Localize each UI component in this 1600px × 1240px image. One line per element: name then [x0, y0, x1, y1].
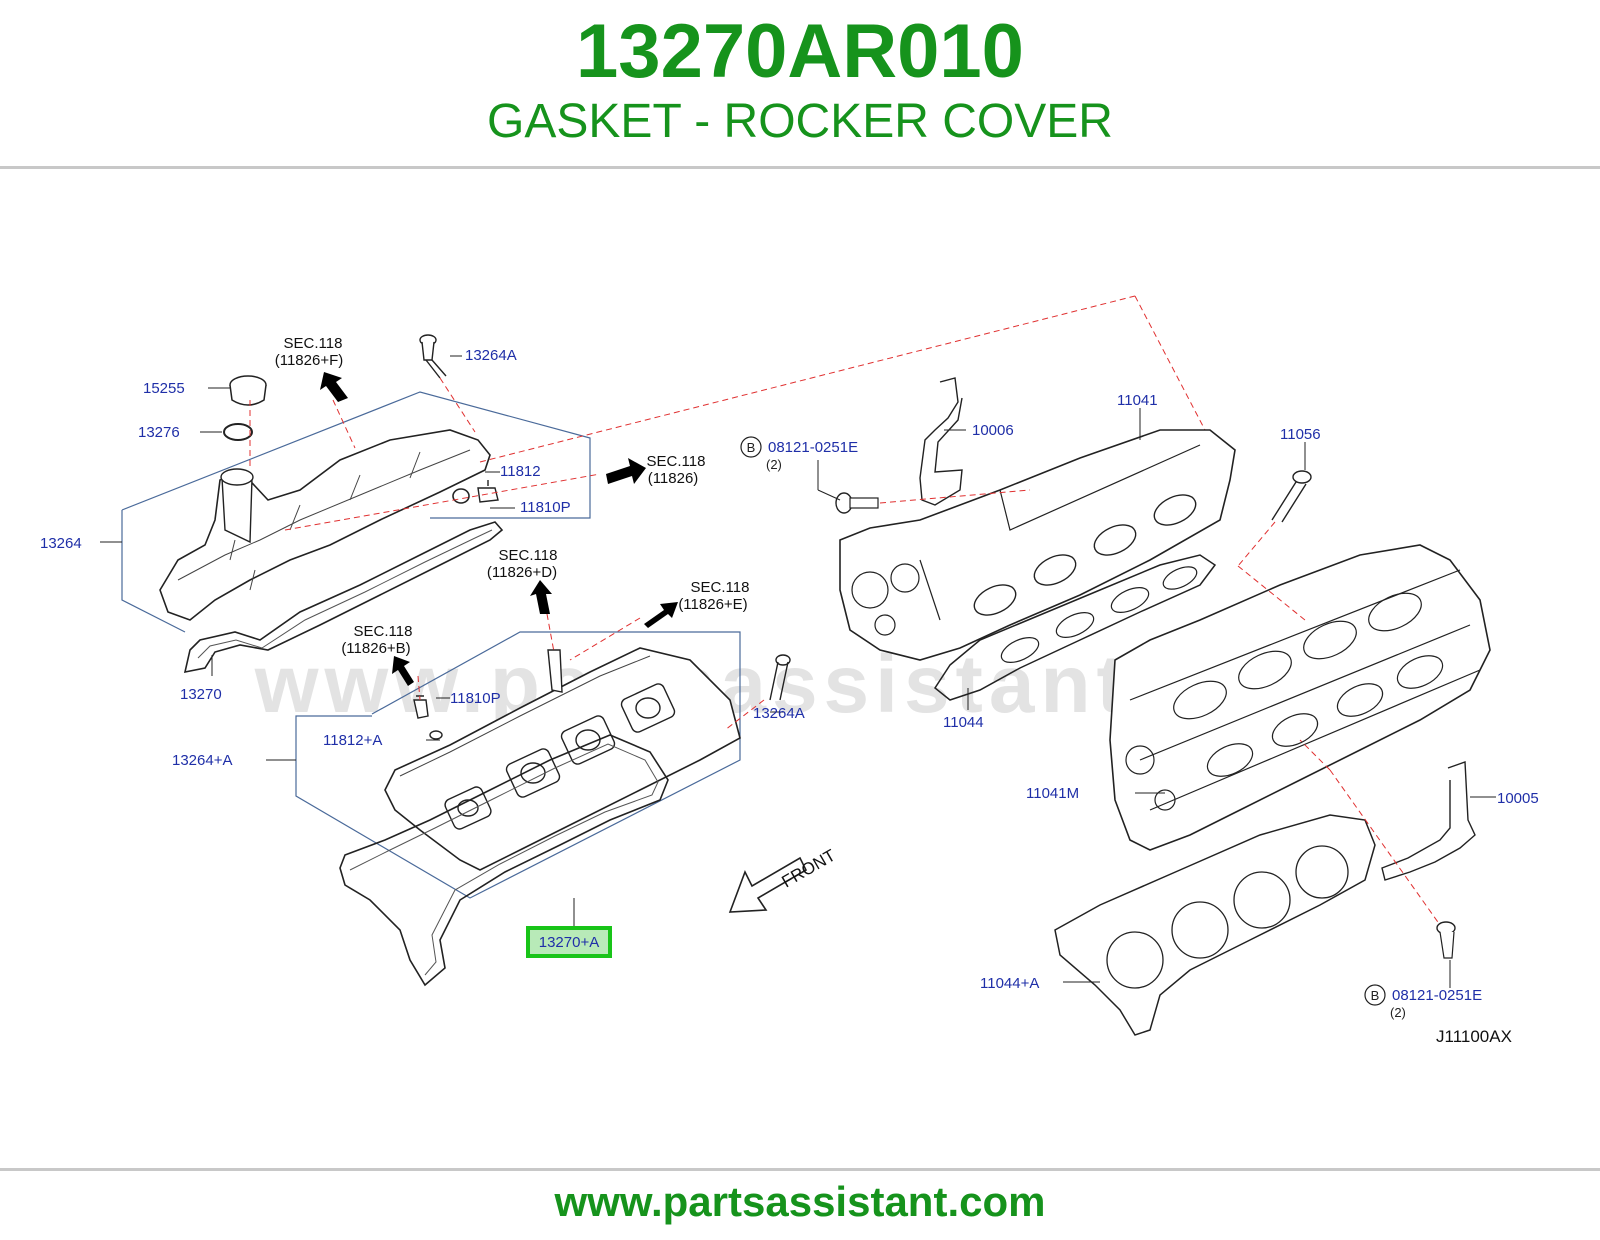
- breather-nipple: [547, 649, 563, 693]
- arrow-sec-f: [320, 372, 348, 402]
- gasket-13270-plus-a-shape: [339, 734, 669, 987]
- part-name-subtitle: GASKET - ROCKER COVER: [487, 95, 1113, 148]
- sec-d-title[interactable]: SEC.118: [499, 547, 558, 564]
- callout-11044-plus-a[interactable]: 11044+A: [980, 975, 1039, 992]
- callout-13270[interactable]: 13270: [180, 686, 222, 703]
- callout-11041m[interactable]: 11041M: [1026, 785, 1079, 802]
- callout-11056[interactable]: 11056: [1280, 426, 1321, 443]
- lower-leaders: [266, 697, 784, 926]
- lower-rocker-cover-group: [266, 580, 808, 987]
- cylinder-head-11041-ports: [973, 494, 1197, 616]
- right-red-leaders: [879, 489, 1441, 926]
- callout-11810p-bottom[interactable]: 11810P: [450, 690, 501, 707]
- bolt-badge-bottom: [1364, 984, 1386, 1006]
- cylinder-head-11041-end: [851, 444, 1201, 636]
- highlight-box-13270-plus-a: [526, 926, 612, 958]
- bolt-badge-top-letter: B: [747, 440, 756, 455]
- callout-13264a-mid[interactable]: 13264A: [753, 705, 805, 722]
- sec-f-ref[interactable]: (11826+F): [275, 352, 344, 369]
- lower-red-leaders: [417, 613, 765, 731]
- bolt-13264a-mid-shape: [769, 654, 791, 701]
- cylinder-head-11041m-cams: [1125, 569, 1481, 811]
- upper-red-leaders: [249, 295, 1206, 531]
- section-references: SEC.118 (11826+F) SEC.118 (11826) SEC.11…: [275, 335, 750, 657]
- part-number-title: 13270AR010: [576, 9, 1024, 94]
- bolt-08121-bottom-shape: [1436, 921, 1456, 959]
- parts-diagram: www.partsassistant.com: [40, 295, 1539, 1046]
- diagram-code: J11100AX: [1436, 1027, 1512, 1046]
- header-divider: [0, 166, 1600, 169]
- arrow-sec-b: [392, 656, 414, 686]
- arrow-sec-d: [530, 580, 552, 614]
- callout-labels: 15255 13276 13264 13270 13264A 11812 118…: [40, 347, 1539, 1020]
- sec-f-title[interactable]: SEC.118: [284, 335, 343, 352]
- footer-divider: [0, 1168, 1600, 1171]
- sec-b-title[interactable]: SEC.118: [354, 623, 413, 640]
- sec-main-title[interactable]: SEC.118: [647, 453, 706, 470]
- filler-neck-top: [220, 468, 254, 486]
- arrow-sec-main: [606, 458, 646, 484]
- callout-15255[interactable]: 15255: [143, 380, 185, 397]
- sec-e-ref[interactable]: (11826+E): [678, 596, 747, 613]
- callout-11812-plus-a[interactable]: 11812+A: [323, 732, 382, 749]
- callout-11041[interactable]: 11041: [1117, 392, 1158, 409]
- front-arrow: [728, 856, 808, 913]
- sec-e-title[interactable]: SEC.118: [691, 579, 750, 596]
- bolt-11056-shape: [1271, 470, 1312, 523]
- bolt-13264a-top-shape: [419, 334, 447, 379]
- upper-rocker-cover-group: [100, 295, 1206, 676]
- cylinder-head-group: [817, 377, 1496, 1036]
- callout-10006[interactable]: 10006: [972, 422, 1014, 439]
- pcv-valve-11810p-top-shape: [477, 480, 499, 503]
- gasket-13270-shape: [183, 521, 504, 674]
- gasket-13270-inner: [197, 529, 493, 659]
- bolt-badge-top: [740, 436, 762, 458]
- callout-08121-top[interactable]: 08121-0251E: [768, 439, 858, 456]
- gasket-11044-plus-a-bores: [1106, 845, 1349, 989]
- cylinder-head-11041-shape: [839, 429, 1236, 661]
- bracket-10006-shape: [919, 377, 963, 506]
- right-leaders: [817, 408, 1496, 988]
- sec-d-ref[interactable]: (11826+D): [487, 564, 557, 581]
- upper-leaders: [100, 355, 515, 676]
- callout-11812[interactable]: 11812: [500, 463, 541, 480]
- gasket-11044-shape: [933, 554, 1217, 701]
- callout-13270-plus-a[interactable]: 13270+A: [539, 934, 599, 951]
- bracket-10005-shape: [1381, 761, 1476, 881]
- cam-cover-bosses: [444, 683, 676, 830]
- seal-11812a-shape: [429, 730, 443, 740]
- rocker-cover-13264-detail: [177, 449, 471, 591]
- gasket-11044-plus-a-shape: [1054, 814, 1376, 1036]
- gasket-13270-plus-a-inner: [349, 743, 659, 976]
- callout-11810p-top[interactable]: 11810P: [520, 499, 571, 516]
- footer-site-url[interactable]: www.partsassistant.com: [554, 1178, 1046, 1225]
- callout-08121-top-qty: (2): [766, 457, 782, 472]
- gasket-11044-bores: [1000, 566, 1198, 663]
- rocker-cover-13264-shape: [159, 429, 491, 621]
- oil-cap-body: [229, 384, 267, 406]
- callout-08121-bottom[interactable]: 08121-0251E: [1392, 987, 1482, 1004]
- callout-13264-plus-a[interactable]: 13264+A: [172, 752, 232, 769]
- bracket-13264-plus-a: [295, 631, 741, 899]
- bolt-badge-bottom-letter: B: [1371, 988, 1380, 1003]
- arrow-sec-e: [644, 602, 678, 628]
- seal-11812-shape: [452, 488, 470, 504]
- callout-13276[interactable]: 13276: [138, 424, 180, 441]
- callout-10005[interactable]: 10005: [1497, 790, 1539, 807]
- callout-13264a-top[interactable]: 13264A: [465, 347, 517, 364]
- bracket-13264: [121, 391, 591, 633]
- callout-13264[interactable]: 13264: [40, 535, 82, 552]
- bolt-08121-top-shape: [835, 492, 879, 514]
- callout-08121-bottom-qty: (2): [1390, 1005, 1406, 1020]
- callout-11044[interactable]: 11044: [943, 714, 984, 731]
- page-header: 13270AR010 GASKET - ROCKER COVER: [0, 0, 1600, 170]
- sec-main-ref[interactable]: (11826): [648, 470, 699, 487]
- cylinder-head-11041m-shape: [1109, 544, 1491, 851]
- cover-ridge: [399, 655, 651, 777]
- o-ring-13276-shape: [223, 423, 253, 441]
- sec-b-ref[interactable]: (11826+B): [341, 640, 410, 657]
